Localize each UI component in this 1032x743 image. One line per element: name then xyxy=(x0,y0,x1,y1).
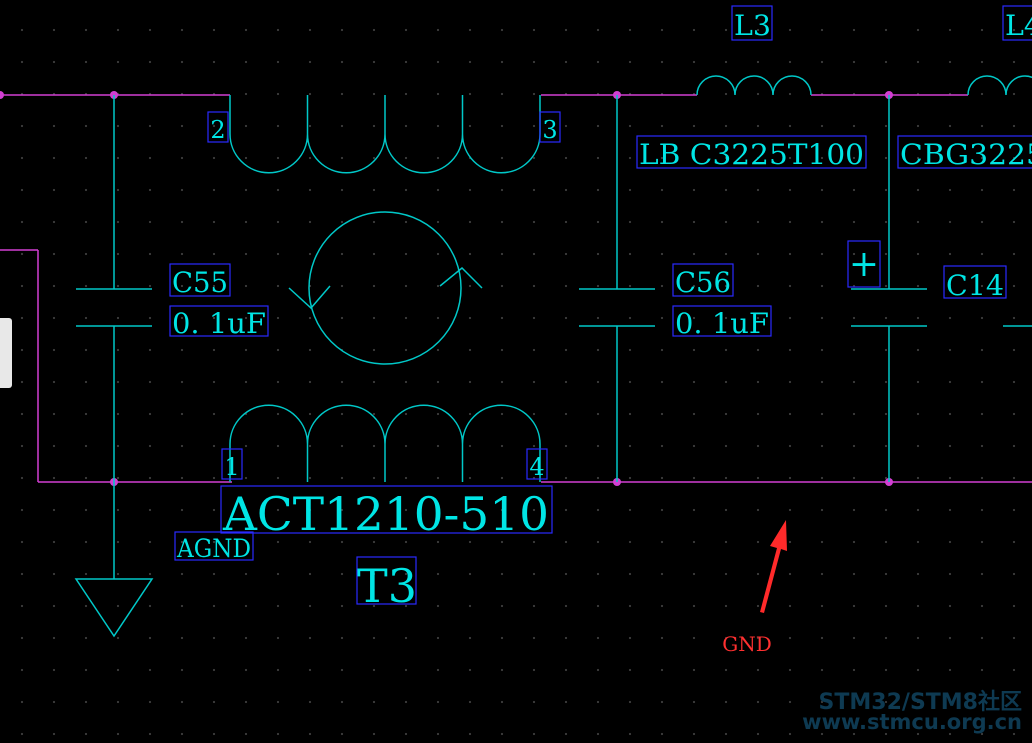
t3-pin3-label: 3 xyxy=(542,116,557,144)
c55-symbol xyxy=(76,95,152,482)
t3-lower-winding xyxy=(229,404,541,482)
c14-symbol xyxy=(851,95,1032,482)
l3-part-label: LB C3225T100 xyxy=(639,138,864,171)
t3-part-label: ACT1210-510 xyxy=(222,487,549,541)
l3-symbol xyxy=(696,75,812,96)
t3-pin2-label: 2 xyxy=(210,116,225,144)
c55-value-label: 0. 1uF xyxy=(172,307,266,340)
c56-designator-label: C56 xyxy=(675,266,731,299)
c55-designator-label: C55 xyxy=(172,266,228,299)
t3-pin1-label: 1 xyxy=(224,453,239,481)
l4-designator-label: L4 xyxy=(1005,9,1032,42)
watermark-line1: STM32/STM8社区 xyxy=(818,690,1022,715)
t3-upper-winding xyxy=(229,95,541,174)
gnd-annotation-arrow xyxy=(760,520,787,613)
c14-polarity-label: + xyxy=(849,244,879,285)
t3-core-symbol xyxy=(288,211,483,365)
t3-designator-label: T3 xyxy=(357,559,417,613)
panel-resize-handle[interactable] xyxy=(0,318,12,388)
agnd-ground-symbol xyxy=(74,482,154,638)
l4-symbol xyxy=(967,75,1032,96)
gnd-annotation-label: GND xyxy=(722,632,772,656)
label-boxes xyxy=(169,5,1032,605)
watermark-line2: www.stmcu.org.cn xyxy=(802,710,1022,734)
c56-symbol xyxy=(579,95,655,482)
agnd-net-label: AGND xyxy=(176,534,251,563)
t3-pin4-label: 4 xyxy=(529,453,544,481)
l4-part-label: CBG3225 xyxy=(900,138,1032,171)
c56-value-label: 0. 1uF xyxy=(675,307,769,340)
c14-designator-label: C14 xyxy=(946,269,1004,302)
l3-designator-label: L3 xyxy=(734,9,771,42)
